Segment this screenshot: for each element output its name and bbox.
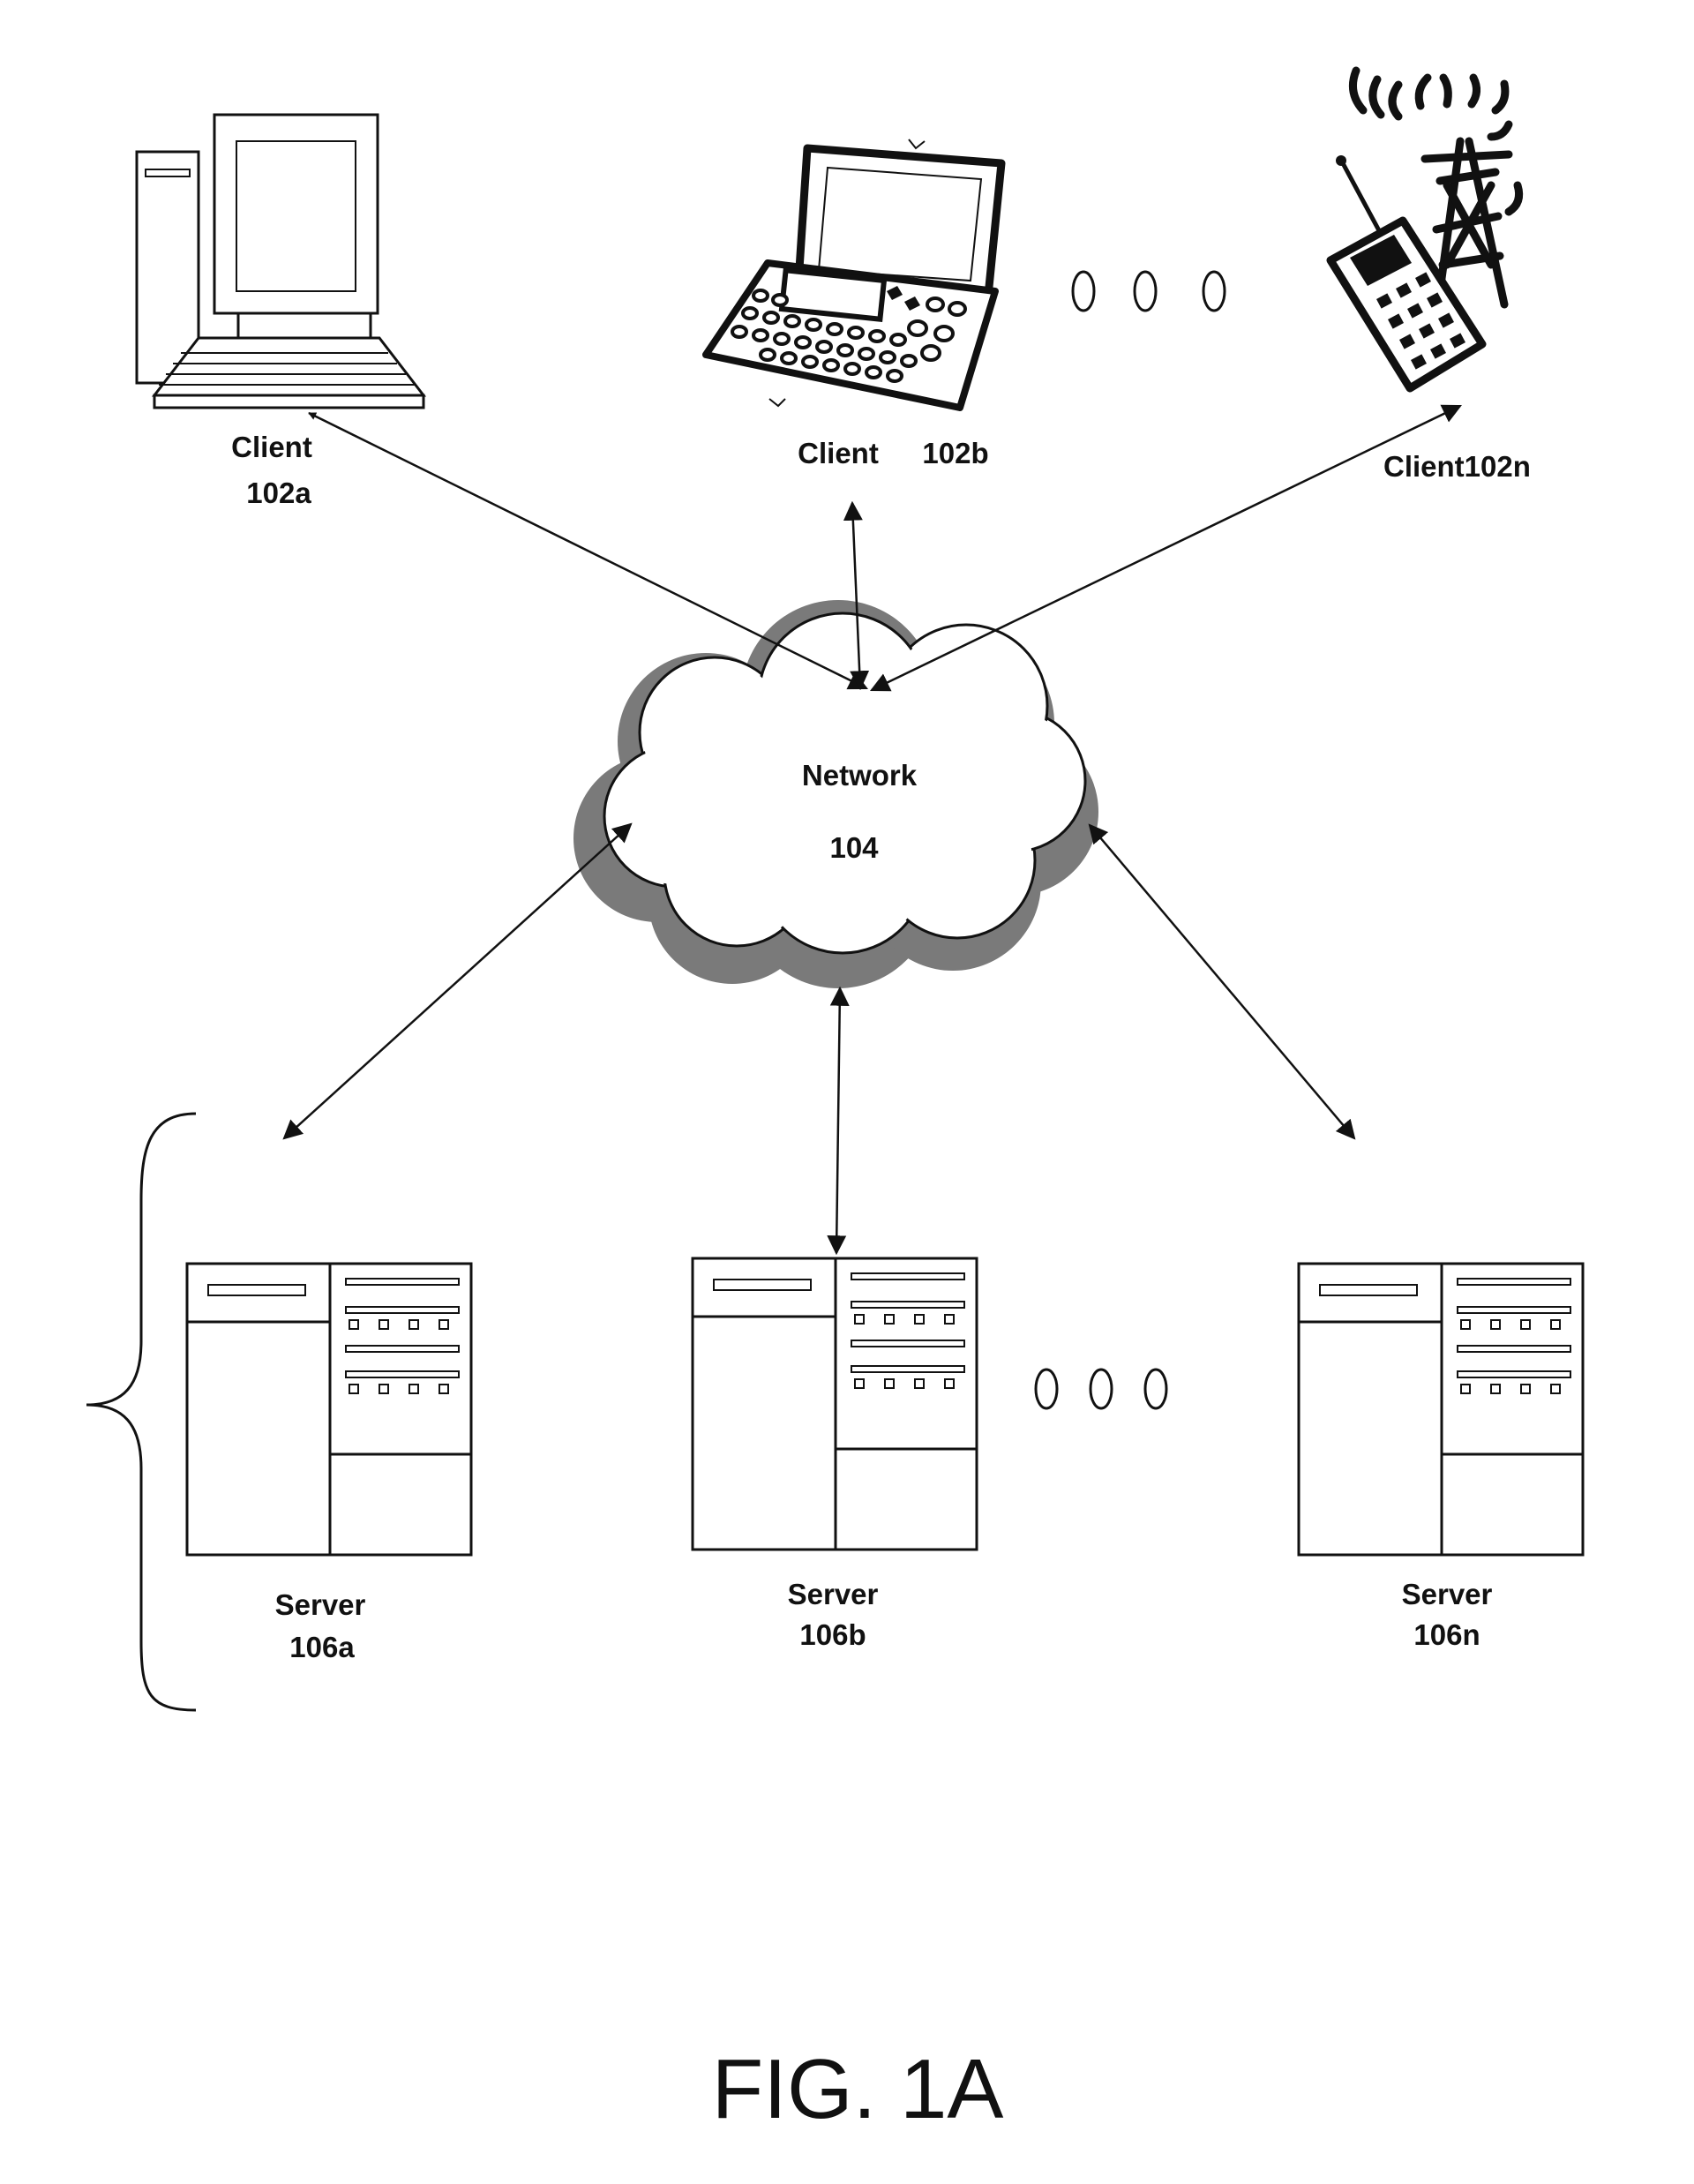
laptop-icon	[706, 139, 1001, 408]
client-102b-name: Client	[798, 437, 879, 469]
mobile-phone-tower-icon	[1330, 71, 1519, 388]
network-id: 104	[829, 831, 879, 864]
arrow-client-102a-network	[309, 413, 866, 688]
client-102n-id: 102n	[1465, 450, 1531, 483]
arrow-network-server-106n	[1090, 825, 1354, 1138]
server-106b-id: 106b	[799, 1618, 866, 1651]
server-106a-icon	[187, 1264, 471, 1555]
servers-ellipsis	[1036, 1370, 1166, 1408]
clients-ellipsis	[1073, 272, 1225, 311]
client-102b-id: 102b	[922, 437, 988, 469]
server-106a-id: 106a	[289, 1631, 355, 1663]
server-106a-name: Server	[275, 1588, 366, 1621]
server-106b-name: Server	[788, 1578, 879, 1610]
server-106n-id: 106n	[1413, 1618, 1480, 1651]
servers-group-brace	[86, 1114, 196, 1710]
network-name: Network	[802, 759, 918, 792]
client-102a-id: 102a	[246, 477, 311, 509]
figure-caption: FIG. 1A	[712, 2042, 1004, 2136]
server-106b-icon	[693, 1258, 977, 1550]
arrow-network-server-106a	[284, 824, 631, 1138]
client-102n-name: Client	[1383, 450, 1465, 483]
arrow-network-server-106b	[836, 988, 840, 1253]
svg-text:Client102n: Client102n	[1383, 450, 1531, 483]
desktop-computer-icon	[137, 115, 424, 408]
server-106n-name: Server	[1402, 1578, 1493, 1610]
client-102a-name: Client	[231, 431, 312, 463]
server-106n-icon	[1299, 1264, 1583, 1555]
network-cloud-icon	[573, 600, 1098, 988]
